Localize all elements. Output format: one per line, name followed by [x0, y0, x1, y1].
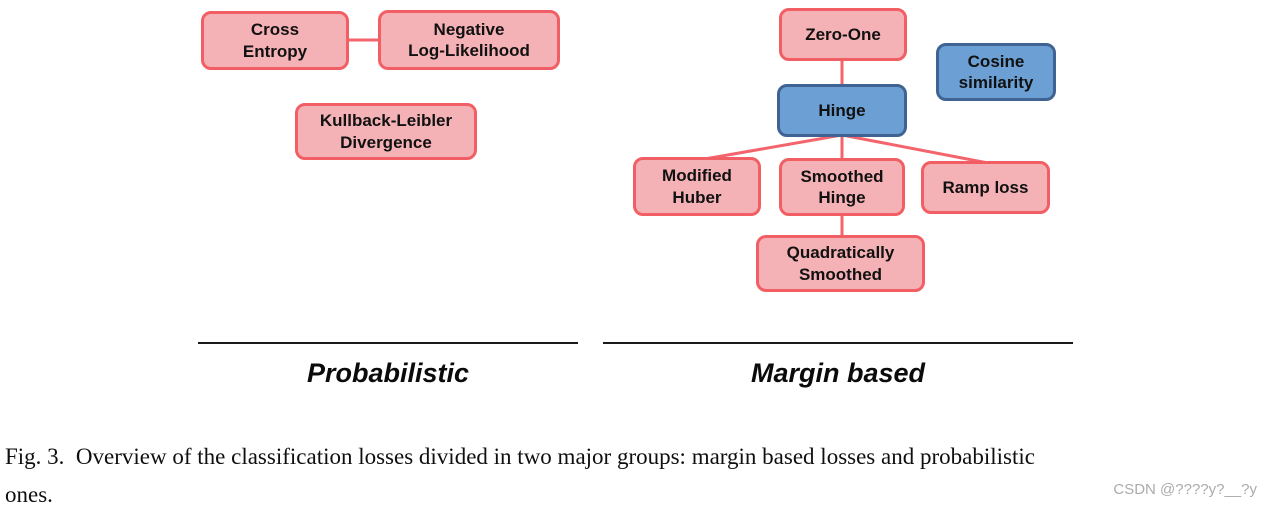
node-smoothed-hinge: Smoothed Hinge [779, 158, 905, 216]
group-label-margin-based: Margin based [750, 358, 926, 388]
node-cosine-similarity: Cosine similarity [936, 43, 1056, 101]
node-ramp-loss: Ramp loss [921, 161, 1050, 214]
margin-based-group-rule [603, 342, 1073, 344]
node-zero-one: Zero-One [779, 8, 907, 61]
node-kullback-leibler-divergence: Kullback-Leibler Divergence [295, 103, 477, 160]
node-negative-log-likelihood: Negative Log-Likelihood [378, 10, 560, 70]
node-hinge: Hinge [777, 84, 907, 137]
node-quadratically-smoothed: Quadratically Smoothed [756, 235, 925, 292]
watermark: CSDN @????y?__?y [1113, 481, 1257, 498]
group-label-probabilistic: Probabilistic [306, 358, 470, 388]
node-cross-entropy: Cross Entropy [201, 11, 349, 70]
figure-caption: Fig. 3. Overview of the classification l… [5, 444, 1035, 507]
probabilistic-group-rule [198, 342, 578, 344]
node-modified-huber: Modified Huber [633, 157, 761, 216]
